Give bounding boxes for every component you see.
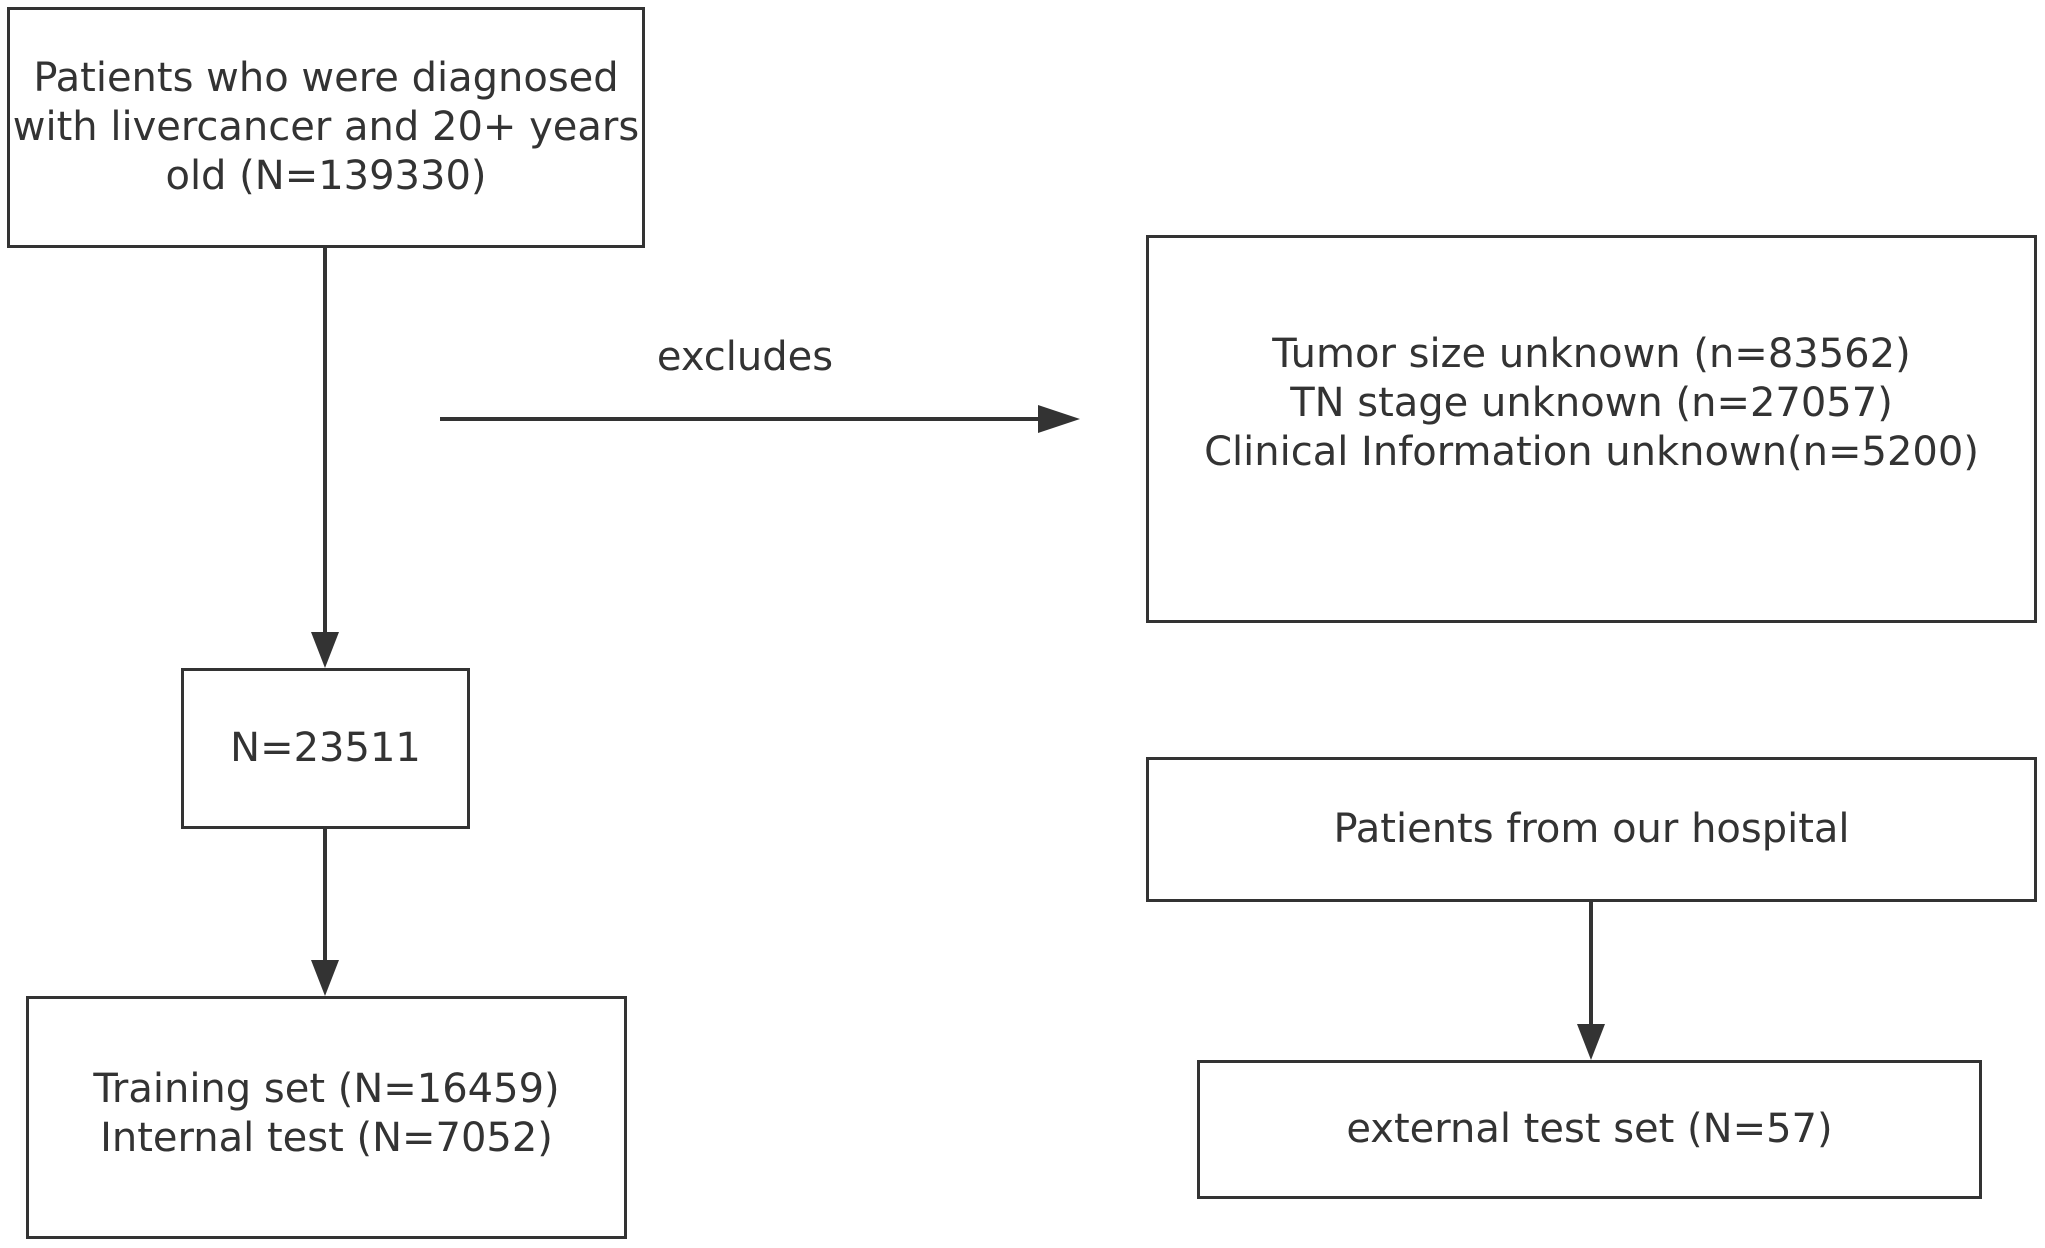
hospital-patients-label: Patients from our hospital	[1333, 806, 1850, 852]
arrowhead-external	[1577, 1024, 1605, 1060]
arrowhead-exclusions	[1038, 405, 1080, 433]
exclusion-tumor-size: Tumor size unknown (n=83562)	[1272, 330, 1911, 377]
external-test-set-box: external test set (N=57)	[1197, 1060, 1982, 1199]
hospital-patients-box: Patients from our hospital	[1146, 757, 2037, 902]
arrowhead-split	[311, 960, 339, 996]
external-test-set-label: external test set (N=57)	[1346, 1106, 1833, 1152]
patients-diagnosed-box: Patients who were diagnosed with liverca…	[7, 7, 645, 248]
exclusion-clinical-info: Clinical Information unknown(n=5200)	[1204, 428, 1979, 475]
eligible-count: N=23511	[230, 725, 421, 771]
excludes-label: excludes	[656, 334, 834, 380]
internal-test-label: Internal test (N=7052)	[100, 1114, 553, 1161]
exclusions-box: Tumor size unknown (n=83562) TN stage un…	[1146, 235, 2037, 623]
exclusion-tn-stage: TN stage unknown (n=27057)	[1290, 379, 1893, 426]
arrowhead-eligible	[311, 632, 339, 668]
patients-box-line-3: old (N=139330)	[165, 153, 487, 199]
patients-box-line-2: with livercancer and 20+ years	[12, 104, 640, 150]
eligible-patients-box: N=23511	[181, 668, 470, 829]
training-set-label: Training set (N=16459)	[93, 1065, 560, 1112]
training-internal-split-box: Training set (N=16459) Internal test (N=…	[26, 996, 627, 1239]
patients-box-line-1: Patients who were diagnosed	[33, 55, 619, 101]
